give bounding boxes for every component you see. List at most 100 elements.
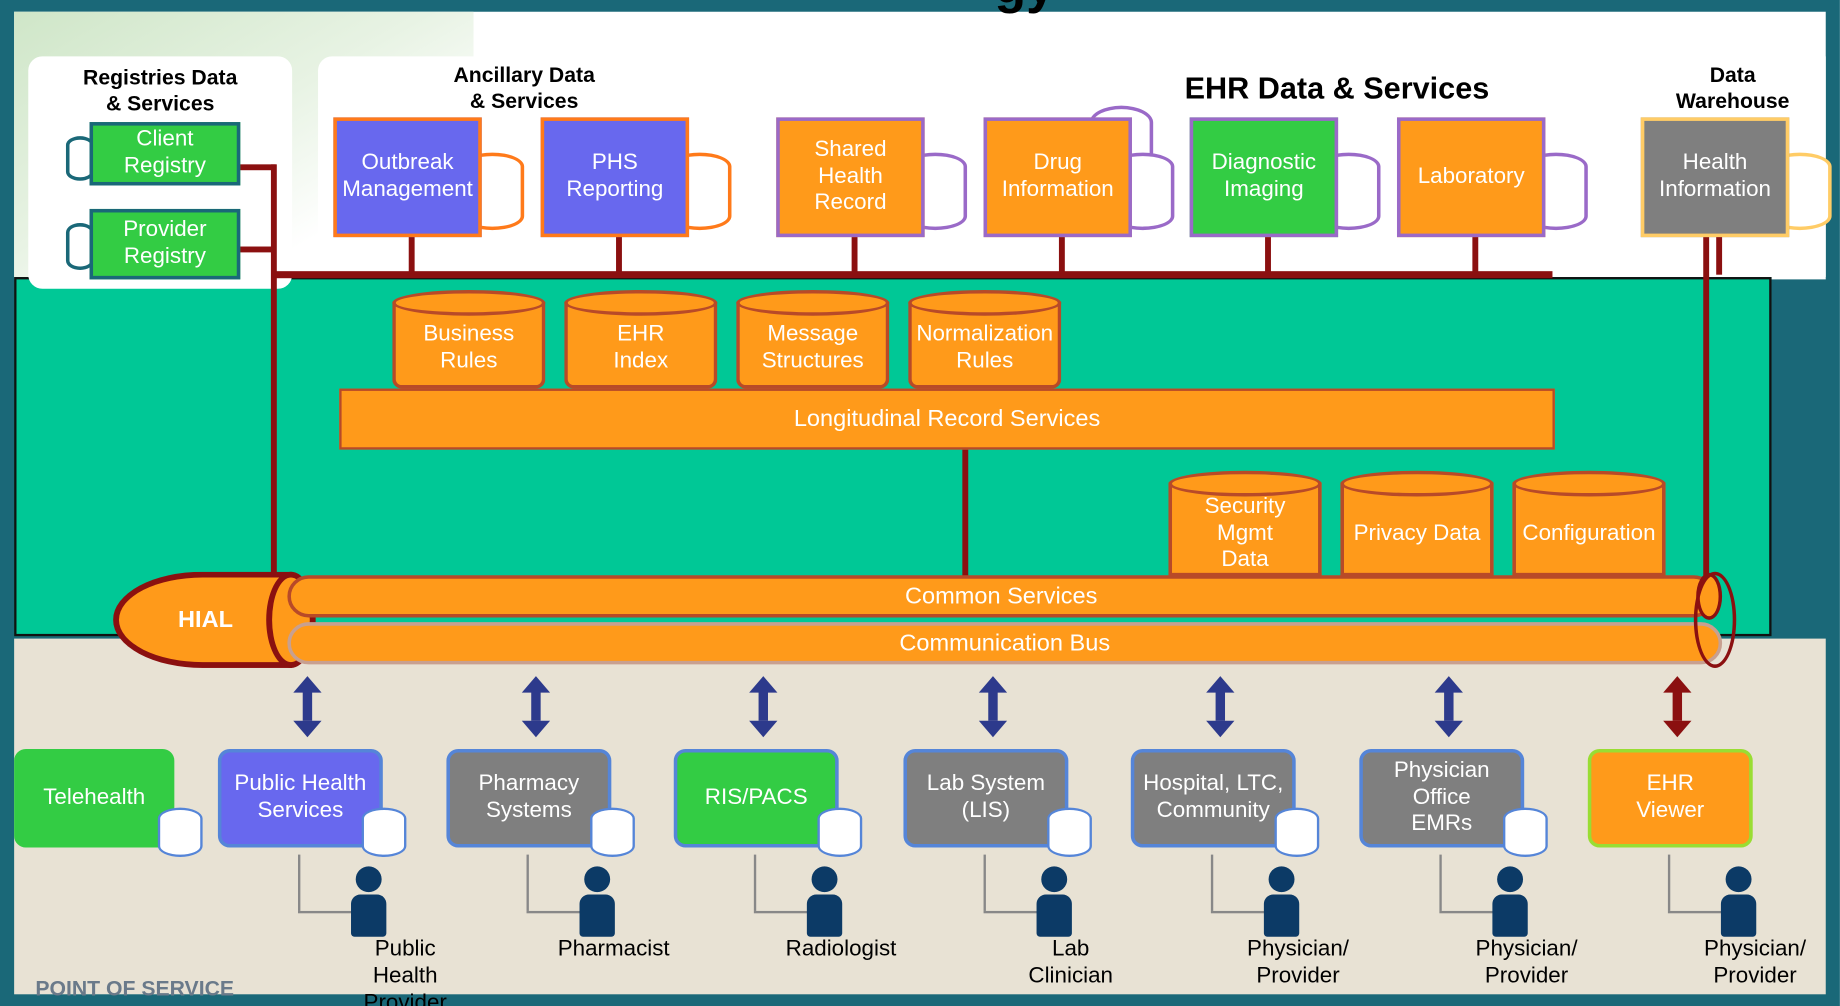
cylinder-top [564, 289, 718, 316]
ehr-domain-item[interactable]: Health Information [1640, 117, 1840, 275]
arrow-head-down [749, 720, 778, 738]
actor-connector [983, 910, 1038, 914]
common-data-store-label: Privacy Data [1353, 520, 1481, 546]
communication-bus-label: Communication Bus [899, 630, 1111, 657]
ehr-panel-title: EHR Data & Services [1184, 70, 1490, 107]
pos-system[interactable]: Lab System (LIS) Lab Clinician [903, 669, 1129, 998]
lrs-data-store-label: Message Structures [761, 321, 864, 374]
person-icon [584, 866, 611, 893]
actor-connector [1439, 854, 1442, 911]
actor-connector [1210, 910, 1266, 914]
lrs-data-store-label: Normalization Rules [916, 321, 1054, 374]
ehr-domain-item[interactable]: Outbreak Management [333, 117, 533, 275]
bus-outer-ring [1693, 571, 1737, 668]
actor-connector [1439, 910, 1494, 914]
actor-connector [526, 854, 529, 911]
registry-trunk-line [270, 164, 277, 576]
bidirectional-arrow-icon [293, 676, 322, 693]
pos-system-label: Physician Office EMRs [1359, 748, 1525, 848]
ehr-domain-item[interactable]: PHS Reporting [540, 117, 741, 275]
cylinder-body [1512, 482, 1666, 577]
lrs-data-store[interactable]: EHR Index [564, 289, 729, 389]
hial-block[interactable]: HIAL [113, 571, 293, 668]
cylinder-body [1168, 482, 1322, 577]
person-icon-body [1720, 894, 1757, 937]
client-registry-label: Client Registry [89, 122, 241, 186]
person-icon [1041, 866, 1068, 893]
ehr-domain-label: Diagnostic Imaging [1189, 117, 1339, 238]
registries-panel-title: Registries Data & Services [83, 66, 238, 116]
actor-label: Physician/ Provider [1475, 936, 1578, 989]
ehr-domain-item[interactable]: Drug Information [983, 105, 1184, 275]
provider-registry[interactable]: Provider Registry [65, 208, 243, 282]
bidirectional-arrow-icon [521, 676, 551, 693]
person-icon [1497, 866, 1524, 893]
registry-connector [235, 164, 276, 171]
database-icon [157, 807, 203, 857]
bidirectional-arrow-icon [1206, 676, 1235, 693]
database-icon [817, 807, 863, 857]
cylinder-top [908, 289, 1062, 316]
actor-connector [298, 854, 301, 911]
bidirectional-arrow-icon [1663, 676, 1692, 693]
person-icon [1268, 866, 1295, 893]
pos-system[interactable]: Telehealth [14, 669, 240, 998]
common-data-store-label: Configuration [1522, 520, 1656, 546]
lrs-to-bus-line [962, 449, 969, 577]
pos-system-label: Pharmacy Systems [446, 748, 612, 848]
ehr-domain-item[interactable]: Laboratory [1396, 117, 1597, 275]
cylinder-top [1340, 470, 1494, 497]
actor-label: Public Health Provider [363, 936, 447, 1006]
pos-system-label: Telehealth [14, 748, 175, 848]
ehr-domain-item[interactable]: Diagnostic Imaging [1189, 117, 1390, 275]
longitudinal-record-services-bar[interactable]: Longitudinal Record Services [339, 388, 1555, 450]
ehr-domain-bus-line [275, 271, 1553, 279]
common-data-store[interactable]: Privacy Data [1340, 470, 1505, 577]
arrow-shaft [531, 690, 541, 721]
actor-connector [298, 910, 353, 914]
pos-system-label: Hospital, LTC, Community [1130, 748, 1296, 848]
page-title-fragment: gy [966, 0, 1084, 14]
domain-connector [1265, 237, 1271, 275]
actor-label: Lab Clinician [1028, 936, 1114, 989]
common-data-store[interactable]: Configuration [1512, 470, 1677, 577]
database-icon [590, 807, 635, 857]
common-services-bar[interactable]: Common Services [287, 575, 1716, 618]
common-data-store-label: Security Mgmt Data [1204, 493, 1286, 573]
person-icon-body [351, 894, 387, 937]
actor-connector [1210, 854, 1214, 911]
person-icon [811, 866, 838, 893]
ehr-domain-label: Drug Information [983, 117, 1132, 238]
arrow-head-down [978, 720, 1008, 738]
lrs-data-store[interactable]: Normalization Rules [908, 289, 1073, 389]
arrow-shaft [1215, 690, 1226, 721]
common-data-store[interactable]: Security Mgmt Data [1168, 470, 1333, 577]
pos-system-label: Lab System (LIS) [903, 748, 1069, 848]
communication-bus-bar[interactable]: Communication Bus [287, 622, 1723, 665]
bidirectional-arrow-icon [978, 676, 1008, 693]
actor-connector [983, 854, 986, 911]
actor-connector [753, 854, 757, 911]
client-registry[interactable]: Client Registry [65, 122, 243, 190]
database-icon [1503, 807, 1548, 857]
cylinder-top [736, 289, 890, 316]
bidirectional-arrow-icon [749, 676, 778, 693]
lrs-data-store[interactable]: Message Structures [736, 289, 901, 389]
person-icon [1725, 866, 1752, 893]
domain-connector [1058, 237, 1065, 275]
lrs-data-store[interactable]: Business Rules [392, 289, 557, 389]
domain-connector [616, 237, 622, 275]
person-icon-body [806, 894, 843, 937]
cylinder-body [392, 301, 546, 389]
ehr-domain-item[interactable]: Shared Health Record [776, 117, 976, 275]
cylinder-body [1340, 482, 1494, 577]
cylinder-body [564, 301, 718, 389]
domain-connector [408, 237, 415, 275]
